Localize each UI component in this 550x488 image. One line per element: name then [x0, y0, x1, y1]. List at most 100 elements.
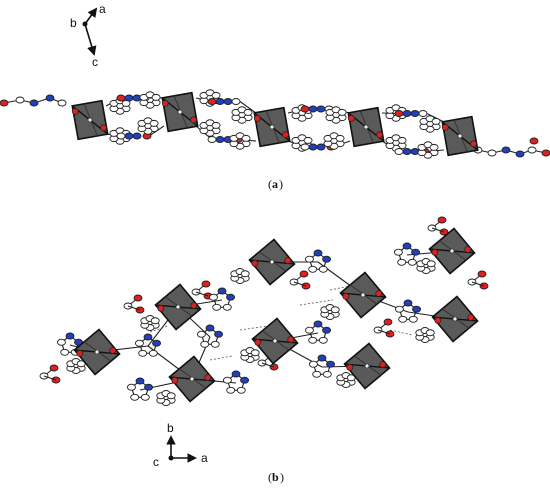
- metal-atom: [364, 363, 370, 369]
- oxygen-atom: [207, 98, 217, 105]
- nitrogen-atom: [124, 94, 134, 102]
- bond: [377, 329, 391, 335]
- nitrogen-atom: [316, 105, 326, 113]
- carbon-atom: [337, 108, 347, 116]
- panel-b-packing-structure: [39, 216, 489, 406]
- nitrogen-atom: [402, 242, 412, 250]
- carbon-atom: [527, 146, 537, 154]
- metal-polyhedron: [431, 295, 479, 343]
- metal-atom: [189, 376, 195, 382]
- oxygen-atom: [431, 248, 439, 256]
- carbon-atom: [318, 336, 328, 344]
- carbon-atom: [335, 134, 345, 142]
- carbon-atom: [116, 132, 126, 140]
- bond: [195, 291, 209, 297]
- metal-atom: [94, 349, 100, 355]
- oxygen-atom: [299, 270, 309, 278]
- oxygen-atom: [287, 336, 295, 343]
- metal-atom: [452, 316, 458, 322]
- nitrogen-atom: [231, 370, 241, 378]
- oxygen-atom: [109, 347, 117, 354]
- oxygen-atom: [300, 105, 310, 113]
- nitrogen-atom: [411, 248, 421, 256]
- carbon-atom: [243, 108, 253, 116]
- oxygen-atom: [467, 314, 475, 321]
- nitrogen-atom: [515, 150, 525, 158]
- nitrogen-atom: [205, 324, 215, 332]
- carbon-atom: [200, 340, 210, 348]
- oxygen-atom: [76, 349, 84, 357]
- nitrogen-atom: [316, 143, 326, 151]
- oxygen-atom: [541, 149, 550, 157]
- nitrogen-atom: [308, 105, 318, 113]
- bond: [43, 375, 57, 381]
- carbon-atom: [140, 393, 150, 401]
- panel-a-axis-indicator: b a c: [70, 2, 106, 69]
- carbon-atom: [425, 329, 435, 337]
- metal-atom: [87, 117, 93, 123]
- metal-atom: [272, 338, 278, 344]
- carbon-atom: [212, 303, 222, 311]
- carbon-atom: [226, 386, 236, 394]
- carbon-atom: [231, 98, 241, 105]
- bond: [261, 362, 275, 368]
- nitrogen-atom: [326, 360, 336, 368]
- oxygen-atom: [379, 361, 387, 368]
- nitrogen-atom: [135, 377, 145, 385]
- carbon-atom: [57, 99, 67, 107]
- carbon-atom: [126, 383, 136, 391]
- carbon-atom: [151, 93, 161, 101]
- carbon-atom: [241, 134, 251, 142]
- oxygen-atom: [133, 294, 143, 302]
- metal-atom: [269, 259, 275, 265]
- nitrogen-atom: [215, 136, 225, 143]
- metal-polyhedron: [73, 328, 121, 376]
- carbon-atom: [330, 306, 340, 314]
- oxygen-atom: [282, 131, 289, 139]
- oxygen-atom: [529, 137, 539, 145]
- oxygen-atom: [49, 364, 59, 372]
- carbon-atom: [207, 136, 217, 143]
- oxygen-atom: [71, 108, 79, 115]
- oxygen-atom: [100, 124, 107, 132]
- hydrogen-bond: [299, 299, 334, 306]
- oxygen-atom: [375, 290, 383, 297]
- nitrogen-atom: [402, 148, 412, 155]
- carbon-atom: [236, 386, 246, 394]
- axis-label-up: b: [167, 421, 174, 435]
- oxygen-atom: [201, 280, 211, 288]
- bond: [293, 281, 307, 287]
- oxygen-atom: [254, 338, 262, 346]
- oxygen-atom: [161, 100, 169, 107]
- axis-label-right: a: [201, 451, 208, 465]
- oxygen-atom: [116, 94, 126, 102]
- metal-polyhedron: [253, 106, 291, 148]
- svg-text:): ): [280, 470, 284, 484]
- carbon-atom: [60, 348, 70, 356]
- svg-text:(: (: [268, 470, 272, 484]
- panel-b-axis-indicator: b c a: [153, 421, 208, 469]
- axis-arrow-a: [84, 7, 98, 25]
- nitrogen-atom: [223, 98, 233, 105]
- nitrogen-atom: [322, 326, 332, 334]
- nitrogen-atom: [313, 249, 323, 257]
- carbon-atom: [487, 149, 497, 157]
- metal-polyhedron: [161, 91, 199, 133]
- carbon-atom: [196, 330, 206, 338]
- svg-text:): ): [279, 177, 283, 191]
- bond: [431, 227, 445, 233]
- carbon-atom: [250, 349, 260, 357]
- oxygen-atom: [204, 374, 212, 381]
- oxygen-atom: [376, 131, 383, 139]
- nitrogen-atom: [322, 255, 332, 263]
- oxygen-atom: [253, 115, 261, 122]
- metal-atom: [269, 124, 275, 130]
- oxygen-atom: [157, 304, 165, 312]
- oxygen-atom: [464, 246, 472, 253]
- oxygen-atom: [190, 302, 198, 309]
- carbon-atom: [426, 260, 436, 268]
- carbon-atom: [138, 349, 148, 357]
- carbon-atom: [308, 336, 318, 344]
- axis-arrow-c: [84, 23, 97, 56]
